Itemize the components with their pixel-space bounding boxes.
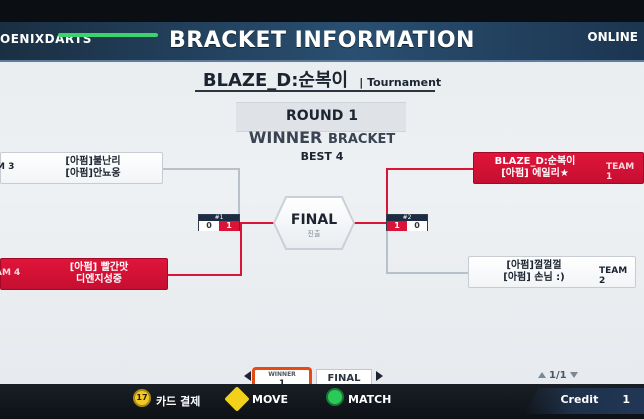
team-label: TEAM 2 [599, 266, 628, 286]
team-card-right-bottom[interactable]: [아펌]껄껄껄 [아펌] 손님 :) TEAM 2 [468, 256, 636, 288]
credit-value: 1 [622, 393, 630, 406]
match-label[interactable]: MATCH [348, 393, 392, 406]
footer-bar: 17 카드 결제 MOVE MATCH Credit 1 [0, 384, 644, 419]
final-tab[interactable]: FINAL [316, 369, 372, 384]
card-payment-icon: 17 [133, 389, 151, 407]
score-right: 1 [219, 221, 239, 231]
team-card-left-bottom[interactable]: AM 4 [아펌] 빨간맛 디엔지성중 [0, 258, 168, 290]
bracket-line-winner [386, 168, 388, 222]
final-sub-label: 진출 [307, 230, 321, 238]
best-of-label: BEST 4 [300, 150, 344, 163]
credit-display: Credit 1 [560, 393, 630, 406]
team-card-left-top[interactable]: M 3 [아펌]불난리 [아펌]안뇨옹 [0, 152, 163, 184]
page-up-icon[interactable] [538, 372, 546, 378]
team-label: M 3 [0, 162, 15, 172]
match-id: #2 [402, 214, 412, 221]
round-label: ROUND 1 [285, 108, 358, 124]
final-label: FINAL [290, 212, 338, 228]
round-box [236, 102, 406, 132]
bracket-line-winner [168, 274, 240, 276]
title-underline [195, 90, 435, 92]
online-status: ONLINE [587, 30, 638, 44]
bracket-line-winner [240, 222, 242, 276]
match-score-1: #1 0 1 [198, 214, 240, 231]
bracket-line [163, 168, 239, 170]
page-indicator: 1/1 [538, 370, 578, 381]
card-payment-label[interactable]: 카드 결제 [156, 395, 201, 408]
tournament-name: BLAZE_D:순복이 [202, 70, 349, 91]
credit-panel [524, 388, 644, 414]
score-left: 0 [199, 221, 219, 231]
next-arrow-icon[interactable] [376, 371, 383, 381]
team-label: AM 4 [0, 268, 21, 278]
bracket-line [386, 272, 468, 274]
prev-arrow-icon[interactable] [244, 371, 251, 381]
team-names: [아펌] 빨간맛 디엔지성중 [69, 262, 129, 285]
status-line [58, 33, 158, 37]
bracket-line-winner [386, 168, 473, 170]
team-names: BLAZE_D:순복이 [아펌] 에일리★ [494, 156, 576, 179]
score-right: 0 [407, 221, 427, 231]
match-icon [326, 388, 344, 406]
team-label: TEAM 1 [606, 162, 635, 182]
bracket-screen: OENIXDARTS BRACKET INFORMATION ONLINE BL… [0, 22, 644, 384]
bracket-line-winner [352, 222, 388, 224]
tournament-subtitle: | Tournament [359, 76, 442, 89]
match-id: #1 [214, 214, 224, 221]
credit-label: Credit [560, 393, 599, 406]
team-names: [아펌]불난리 [아펌]안뇨옹 [65, 156, 121, 179]
team-names: [아펌]껄껄껄 [아펌] 손님 :) [503, 260, 565, 283]
bracket-line-winner [240, 222, 276, 224]
header-bar: OENIXDARTS BRACKET INFORMATION ONLINE [0, 22, 644, 62]
score-left: 1 [387, 221, 407, 231]
bracket-line [238, 168, 240, 220]
page-down-icon[interactable] [569, 372, 578, 378]
final-hexagon[interactable] [275, 198, 353, 248]
move-icon [224, 386, 250, 412]
page-title: BRACKET INFORMATION [169, 28, 475, 53]
bracket-label: WINNER BRACKET [248, 128, 396, 147]
tournament-title: BLAZE_D:순복이 | Tournament [0, 66, 644, 92]
bracket-line [386, 224, 388, 272]
move-label[interactable]: MOVE [252, 393, 289, 406]
team-card-right-top[interactable]: BLAZE_D:순복이 [아펌] 에일리★ TEAM 1 [473, 152, 644, 184]
winner-tab[interactable]: WINNER 1 [252, 367, 312, 384]
match-score-2: #2 1 0 [386, 214, 428, 231]
